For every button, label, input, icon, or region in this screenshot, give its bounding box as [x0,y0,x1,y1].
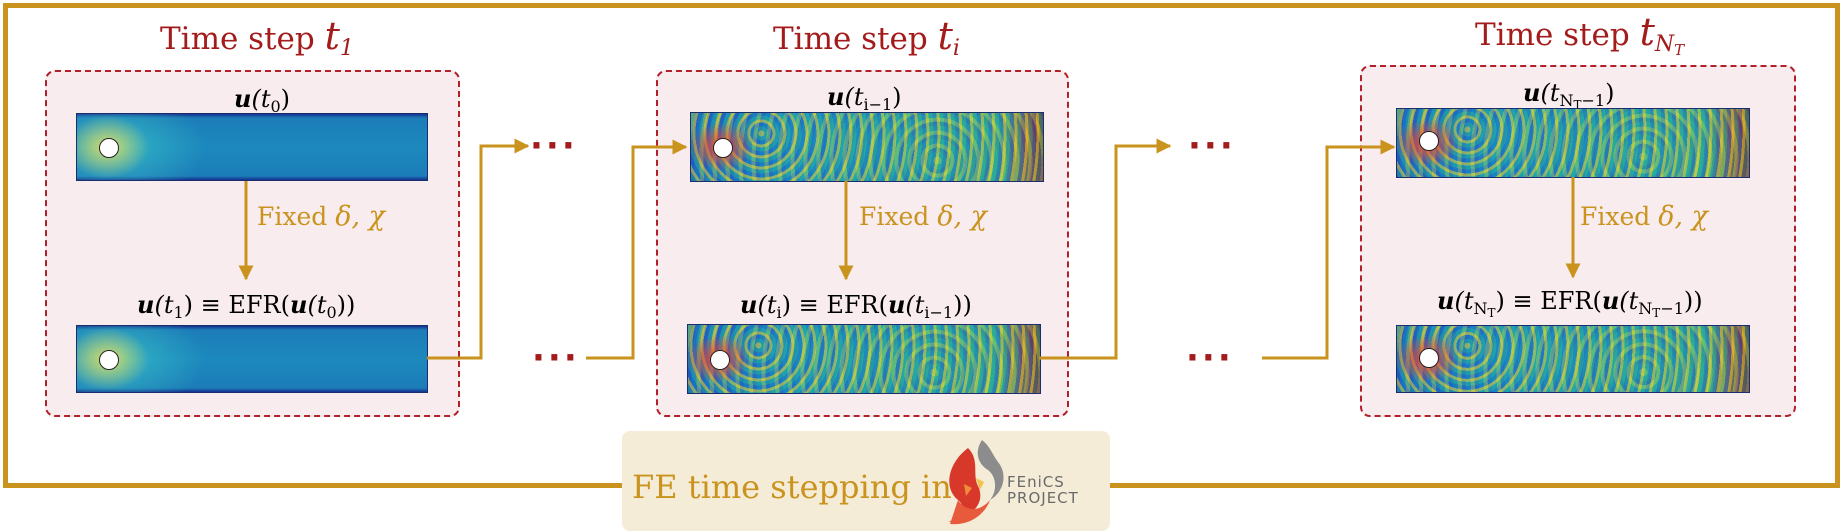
output-label-i: u(ti) ≡ EFR(u(ti−1)) [740,290,972,322]
velocity-field-input-i [690,112,1044,182]
connector-1-to-next [427,138,530,360]
cylinder-obstacle [710,350,730,370]
cylinder-obstacle [1419,131,1439,151]
cylinder-obstacle [99,350,119,370]
output-label-nt: u(tNT) ≡ EFR(u(tNT−1)) [1437,286,1703,320]
ellipsis-bottom-1: ··· [532,338,580,378]
connector-prev-to-nt [1262,139,1396,360]
connector-prev-to-i [586,139,688,360]
output-label-1: u(t1) ≡ EFR(u(t0)) [137,290,356,322]
connector-i-to-next [1039,138,1172,360]
cylinder-obstacle [713,138,733,158]
velocity-field-input-1 [76,113,428,181]
ellipsis-top-2: ··· [1188,126,1236,166]
cylinder-obstacle [1419,348,1439,368]
step-title-nt: Time step tNT [1475,10,1685,59]
velocity-field-output-nt [1396,325,1750,393]
velocity-field-output-i [687,324,1041,394]
fixed-params-label-i: Fixed δ, χ [859,201,987,232]
step-title-i: Time step ti [773,14,960,61]
cylinder-obstacle [99,138,119,158]
input-label-i: u(ti−1) [827,82,902,114]
step-title-1: Time step t1 [160,14,354,61]
fenics-logo-text: FEniCS PROJECT [1007,473,1079,507]
footer-box [622,431,1110,531]
fixed-params-label-nt: Fixed δ, χ [1580,201,1708,232]
fixed-params-label-1: Fixed δ, χ [257,201,385,232]
input-label-1: u(t0) [234,84,291,116]
ellipsis-bottom-2: ··· [1186,338,1234,378]
ellipsis-top-1: ··· [530,126,578,166]
input-label-nt: u(tNT−1) [1523,78,1615,112]
footer-caption: FE time stepping in [632,468,952,506]
